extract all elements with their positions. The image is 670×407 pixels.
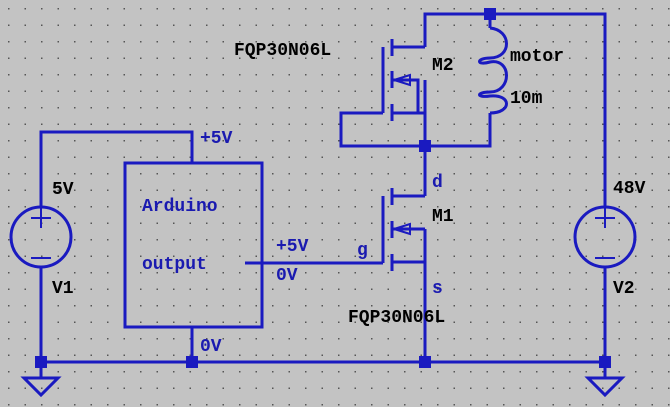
m1-name-label: M1 <box>432 207 454 227</box>
arduino-box[interactable] <box>123 161 264 329</box>
motor-value-label: 10m <box>510 89 543 109</box>
m2-model-label: FQP30N06L <box>234 41 331 61</box>
arduino-ground-label: 0V <box>200 337 222 357</box>
arduino-output-label: output <box>142 255 207 275</box>
gate-high-label: +5V <box>276 237 309 257</box>
m1-gate-label: g <box>357 241 368 261</box>
v1-value-label: 5V <box>52 180 74 200</box>
m1-model-label: FQP30N06L <box>348 308 445 328</box>
m1-source-label: s <box>432 279 443 299</box>
ground-symbols <box>20 362 626 398</box>
v2-name-label: V2 <box>613 279 635 299</box>
voltage-source-v1[interactable] <box>9 205 73 269</box>
motor-inductor[interactable] <box>478 26 508 115</box>
voltage-source-v2[interactable] <box>573 205 637 269</box>
v2-value-label: 48V <box>613 179 646 199</box>
motor-name-label: motor <box>510 47 564 67</box>
m1-drain-label: d <box>432 173 443 193</box>
arduino-title: Arduino <box>142 197 218 217</box>
wires[interactable] <box>39 12 607 364</box>
mosfet-m1[interactable] <box>381 188 425 271</box>
v1-name-label: V1 <box>52 279 74 299</box>
arduino-supply-label: +5V <box>200 129 233 149</box>
gate-low-label: 0V <box>276 266 298 286</box>
m2-name-label: M2 <box>432 56 454 76</box>
mosfet-m2[interactable] <box>381 39 425 121</box>
